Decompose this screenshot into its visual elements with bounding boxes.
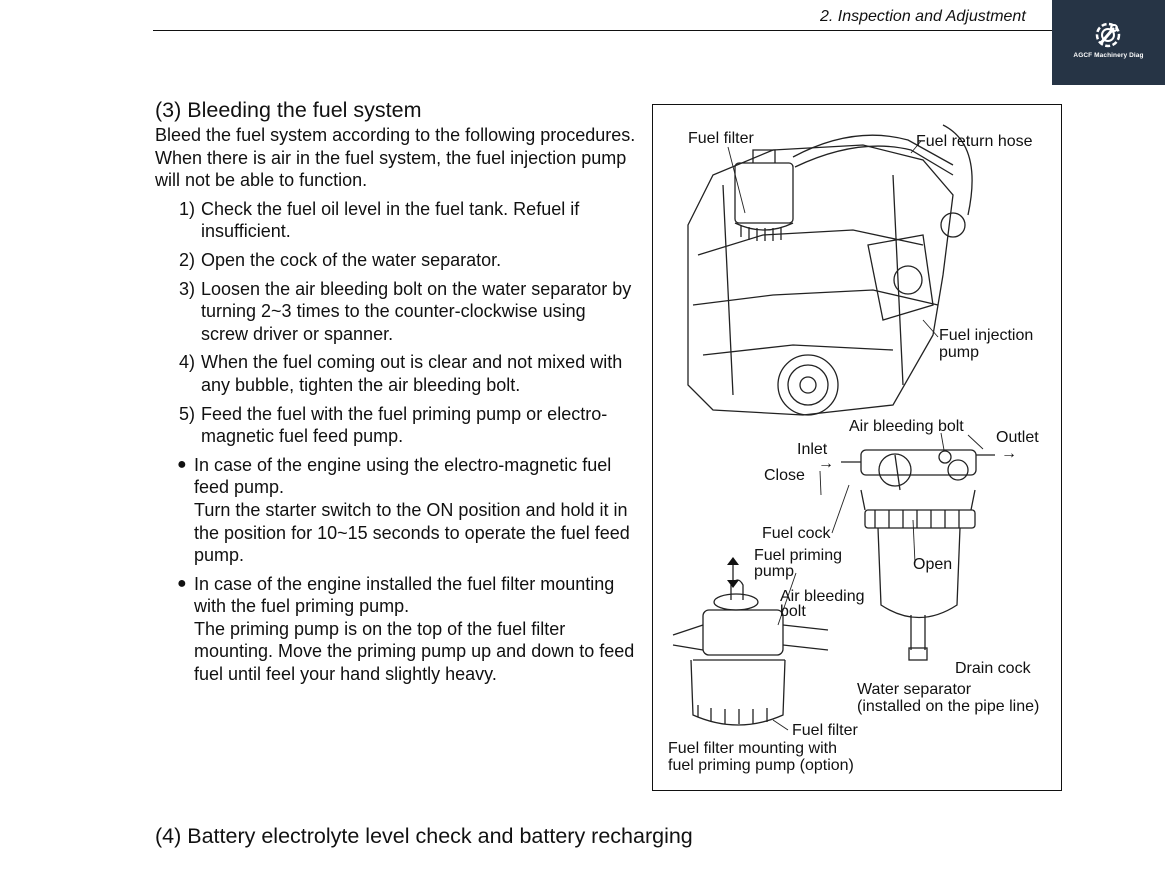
step-item: 3)Loosen the air bleeding bolt on the wa… [179, 278, 645, 346]
bullet-item: ● In case of the engine using the electr… [177, 454, 645, 567]
label-water-separator: Water separator [857, 681, 972, 698]
bleeding-section: (3) Bleeding the fuel system Bleed the f… [155, 98, 645, 692]
label-air-bleeding-bolt: Air bleeding bolt [849, 418, 964, 435]
label-fuel-injection-pump: Fuel injection [939, 327, 1034, 344]
brand-logo[interactable]: AGCF Machinery Diag [1052, 0, 1165, 85]
bullet-lead: In case of the engine using the electro-… [194, 454, 612, 498]
step-item: 2)Open the cock of the water separator. [179, 249, 645, 272]
step-number: 3) [179, 278, 196, 299]
page-header-title: 2. Inspection and Adjustment [820, 8, 1026, 25]
section-heading: (3) Bleeding the fuel system [155, 98, 422, 122]
step-number: 1) [179, 198, 196, 219]
label-air-bleeding-bolt-2: Air bleeding [780, 588, 865, 605]
wrench-gear-icon [1095, 22, 1121, 48]
label-drain-cock: Drain cock [955, 660, 1031, 677]
bullet-dot-icon: ● [177, 455, 187, 473]
label-water-separator-note: (installed on the pipe line) [857, 698, 1040, 715]
step-text: When the fuel coming out is clear and no… [201, 352, 623, 395]
label-fuel-filter-bottom: Fuel filter [792, 722, 858, 739]
step-item: 5)Feed the fuel with the fuel priming pu… [179, 403, 645, 448]
logo-text: AGCF Machinery Diag [1073, 52, 1144, 59]
label-fuel-priming-pump: Fuel priming [754, 547, 843, 564]
figure-caption-2: fuel priming pump (option) [668, 757, 854, 774]
outlet-arrow-icon: → [1001, 445, 1017, 462]
label-fuel-filter-top: Fuel filter [688, 130, 754, 147]
next-section-heading: (4) Battery electrolyte level check and … [155, 824, 693, 848]
label-air-bleeding-bolt-2b: bolt [780, 603, 806, 620]
step-item: 1)Check the fuel oil level in the fuel t… [179, 198, 645, 243]
label-fuel-injection-pump-2: pump [939, 344, 980, 361]
fuel-system-figure: Fuel filter Fuel return hose Fuel inject… [652, 104, 1062, 791]
step-number: 5) [179, 403, 196, 424]
step-list: 1)Check the fuel oil level in the fuel t… [155, 198, 645, 448]
label-fuel-cock: Fuel cock [762, 525, 831, 542]
step-text: Feed the fuel with the fuel priming pump… [201, 403, 608, 447]
step-number: 4) [179, 352, 196, 373]
step-text: Open the cock of the water separator. [201, 249, 502, 270]
bullet-dot-icon: ● [177, 574, 187, 592]
step-number: 2) [179, 249, 196, 270]
engine-illustration [672, 124, 995, 731]
bullet-detail: The priming pump is on the top of the fu… [194, 618, 635, 685]
step-text: Check the fuel oil level in the fuel tan… [201, 198, 580, 242]
label-open: Open [913, 556, 953, 573]
label-outlet: Outlet [996, 429, 1039, 446]
label-close: Close [764, 467, 805, 484]
header-rule [153, 30, 1053, 31]
label-fuel-priming-pump-2: pump [754, 563, 795, 580]
label-fuel-return-hose: Fuel return hose [916, 133, 1033, 150]
label-inlet: Inlet [797, 441, 828, 458]
inlet-arrow-icon: → [818, 455, 834, 472]
bullet-item: ● In case of the engine installed the fu… [177, 573, 645, 686]
step-text: Loosen the air bleeding bolt on the wate… [201, 278, 632, 344]
figure-caption: Fuel filter mounting with [668, 740, 837, 757]
bullet-detail: Turn the starter switch to the ON positi… [194, 499, 630, 566]
bullet-lead: In case of the engine installed the fuel… [194, 573, 615, 617]
step-item: 4)When the fuel coming out is clear and … [179, 351, 645, 396]
section-intro: Bleed the fuel system according to the f… [155, 125, 636, 191]
